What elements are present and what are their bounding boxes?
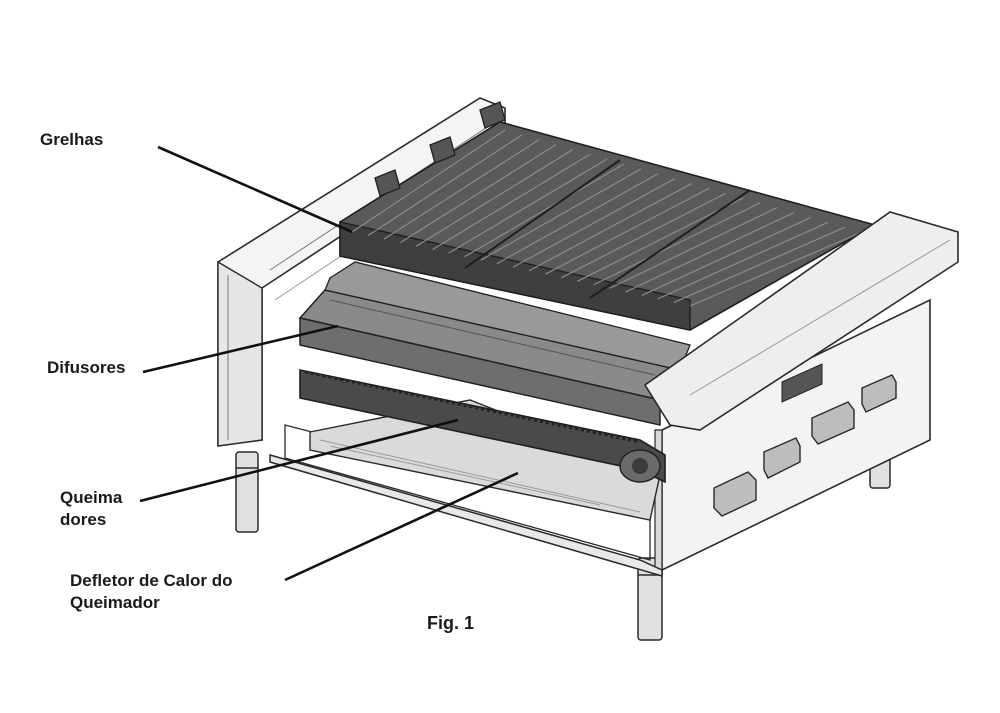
knob-4 [861, 374, 897, 413]
grate-bar [625, 212, 795, 293]
grate-bar [577, 197, 744, 282]
label-heat-deflector: Defletor de Calor do Queimador [70, 571, 233, 612]
grates [339, 101, 878, 331]
diffusers [298, 261, 691, 426]
leader-diffusers [142, 324, 339, 374]
grate-bar [512, 178, 676, 268]
burners [299, 369, 666, 484]
leader-grates [157, 145, 353, 234]
figure-caption: Fig. 1 [427, 613, 475, 633]
grate-bar [464, 163, 625, 258]
knob-2 [763, 437, 801, 479]
leader-burners [139, 418, 459, 503]
grate-bar [383, 139, 540, 240]
leader-deflector [284, 471, 519, 582]
grate-bar [351, 129, 506, 233]
grate-bar [528, 182, 693, 272]
grate-bar [593, 202, 761, 286]
leader-lines [139, 145, 519, 582]
grate-bar [657, 221, 829, 300]
label-diffusers: Difusores [47, 358, 126, 377]
knob-1 [713, 471, 757, 517]
grate-bar [560, 192, 727, 279]
grate-bar [609, 207, 778, 289]
grate-bar [496, 173, 659, 265]
knob-3 [811, 401, 855, 445]
grate-bar [480, 168, 642, 261]
grate-bar [399, 144, 557, 244]
right-rail [643, 211, 959, 431]
grate-bar [367, 134, 523, 237]
control-knobs [713, 374, 897, 517]
grate-bar [544, 187, 710, 275]
grate-bar [448, 158, 608, 254]
grate-bar [641, 216, 812, 296]
grate-bar [432, 153, 591, 251]
grate-bar [673, 226, 846, 304]
control-panel [654, 298, 931, 572]
grate-bars [351, 129, 863, 307]
leg-front-left [235, 451, 259, 533]
heat-deflector [309, 399, 661, 521]
label-grates: Grelhas [40, 130, 104, 149]
label-burners: Queima dores [60, 488, 123, 529]
left-side-panel [217, 97, 506, 447]
grate-bar [416, 148, 574, 247]
nameplate [781, 363, 823, 403]
grate-bar [689, 231, 863, 307]
